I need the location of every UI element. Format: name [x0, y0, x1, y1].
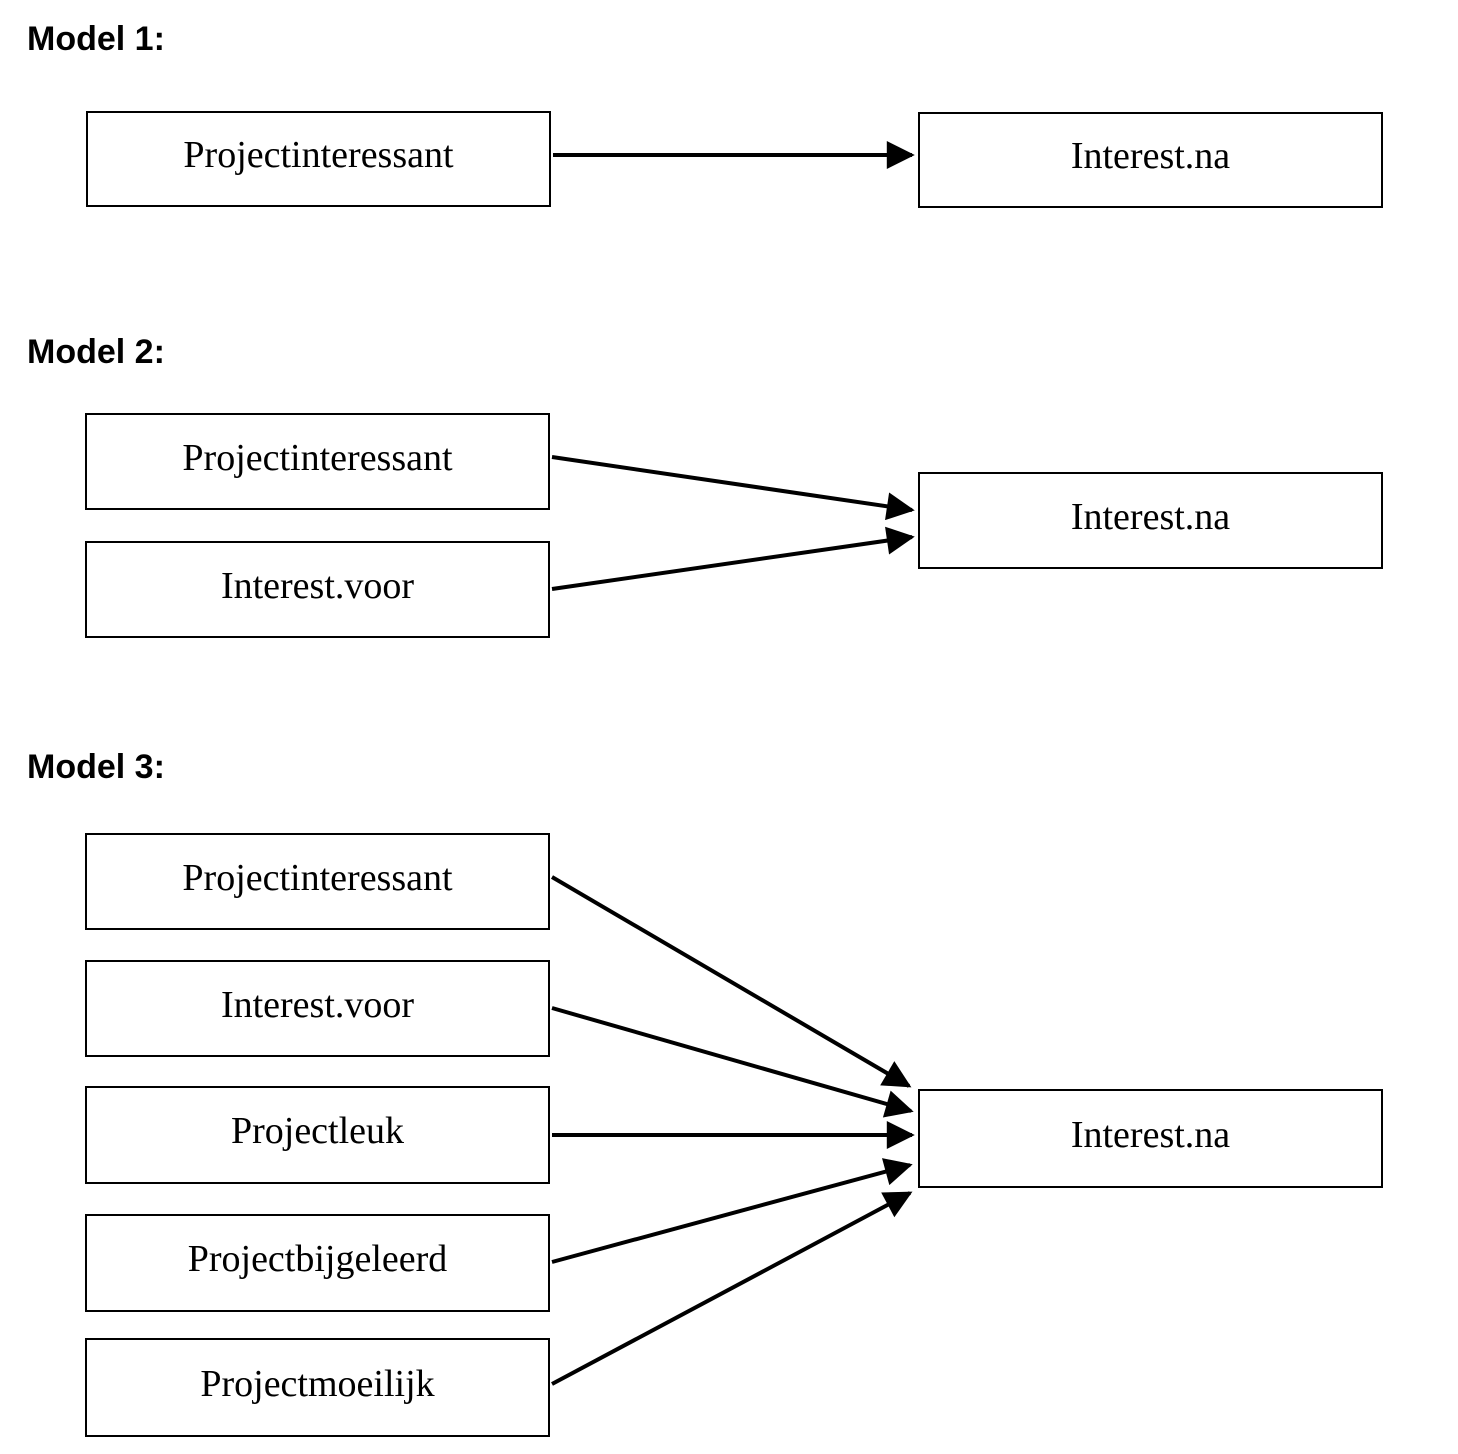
node-m3-projectinteressant-label: Projectinteressant: [182, 856, 453, 899]
node-m3-interestvoor-label: Interest.voor: [220, 983, 415, 1026]
node-m2-projectinteressant: Projectinteressant: [85, 413, 550, 510]
node-m3-projectmoeilijk-label: Projectmoeilijk: [200, 1362, 435, 1405]
arrow-m3-projectmoeilijk-to-interestna: [551, 1191, 913, 1386]
arrow-m3-interestvoor-to-interestna: [551, 1006, 914, 1118]
arrow-m2-interestvoor-to-interestna: [551, 526, 915, 591]
arrow-m2-projectinteressant-to-interestna: [551, 455, 915, 521]
node-m2-interestvoor-label: Interest.voor: [220, 564, 415, 607]
arrow-m3-projectbijgeleerd-to-interestna: [551, 1158, 913, 1264]
node-m3-projectleuk-label: Projectleuk: [230, 1110, 405, 1152]
node-m2-interestna-label: Interest.na: [1070, 495, 1231, 538]
node-m1-interestna-label: Interest.na: [1070, 135, 1231, 177]
node-m3-interestna: Interest.na: [918, 1089, 1383, 1188]
node-m3-projectbijgeleerd: Projectbijgeleerd: [85, 1214, 550, 1312]
node-m3-projectinteressant: Projectinteressant: [85, 833, 550, 930]
node-m3-projectmoeilijk: Projectmoeilijk: [85, 1338, 550, 1437]
node-m1-projectinteressant-label: Projectinteressant: [183, 134, 454, 176]
node-m2-interestvoor: Interest.voor: [85, 541, 550, 638]
node-m3-interestna-label: Interest.na: [1070, 1113, 1231, 1156]
node-m3-projectleuk: Projectleuk: [85, 1086, 550, 1184]
node-m2-projectinteressant-label: Projectinteressant: [182, 436, 453, 479]
model-1-heading: Model 1:: [27, 20, 165, 58]
model-2-heading: Model 2:: [27, 333, 165, 371]
node-m2-interestna: Interest.na: [918, 472, 1383, 569]
node-m1-projectinteressant: Projectinteressant: [86, 111, 551, 207]
model-3-heading: Model 3:: [27, 748, 165, 786]
node-m1-interestna: Interest.na: [918, 112, 1383, 208]
arrow-m3-projectinteressant-to-interestna: [550, 875, 912, 1088]
node-m3-interestvoor: Interest.voor: [85, 960, 550, 1057]
node-m3-projectbijgeleerd-label: Projectbijgeleerd: [187, 1238, 448, 1280]
